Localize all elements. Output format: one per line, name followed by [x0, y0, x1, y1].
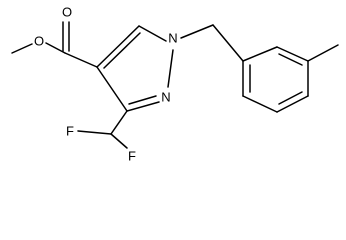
- atom-label-pyrazole-n1: N: [168, 31, 177, 46]
- atom-label-carbonyl-oxygen: O: [62, 5, 72, 20]
- bond-ring-c4-c5-inner: [103, 32, 141, 69]
- bond-benzene-methyl: [307, 44, 339, 62]
- bond-carbonyl-to-ring: [64, 52, 98, 68]
- molecule-structure-diagram: O O N N F F: [11, 5, 339, 163]
- bond-ring-c4-c5: [96, 25, 140, 68]
- bond-chf2-fluorine-right: [110, 133, 128, 149]
- atom-label-fluorine-right: F: [128, 149, 136, 163]
- bond-ring-n1-n2: [167, 49, 174, 88]
- atom-label-fluorine-left: F: [66, 124, 74, 139]
- bond-benzene-2-inner: [278, 53, 303, 66]
- bond-o-carbonyl-carbon: [45, 42, 66, 54]
- bond-benzene-1: [242, 46, 278, 62]
- bond-ring-n2-c3: [126, 101, 160, 112]
- bond-benzene-4: [276, 95, 309, 113]
- bond-n1-ch2: [180, 24, 214, 39]
- atom-label-ester-oxygen: O: [34, 34, 44, 49]
- bond-methyl-o: [11, 43, 33, 54]
- bond-benzene-2: [276, 46, 309, 62]
- bond-benzene-5: [242, 95, 278, 113]
- bond-ring-n2-c3-inner: [128, 95, 157, 105]
- atom-label-pyrazole-n2: N: [161, 90, 170, 105]
- bond-benzene-4-inner: [278, 91, 303, 105]
- bond-ring-c5-n1: [138, 25, 167, 42]
- bond-ch2-phenyl: [212, 24, 244, 62]
- bond-chf2-fluorine-left: [77, 130, 112, 135]
- bond-ring-c3-c4: [96, 66, 128, 112]
- bond-c3-chf2: [110, 110, 128, 135]
